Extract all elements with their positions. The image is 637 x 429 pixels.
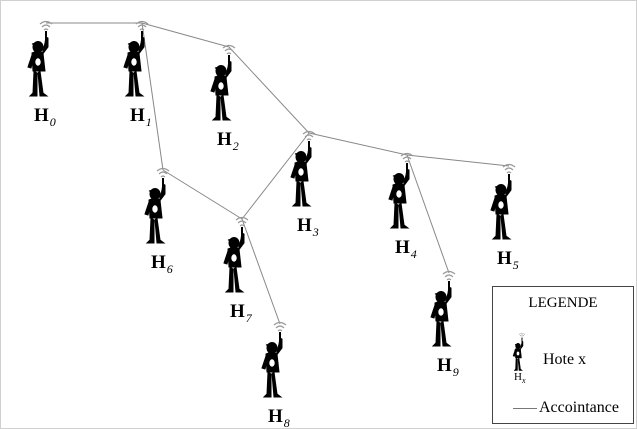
edge-H3-H4: [308, 132, 408, 156]
host-label: H9: [419, 355, 479, 379]
edge-H4-H5: [406, 154, 510, 167]
legend-host-letter: H: [514, 371, 522, 383]
host-label-letter: H: [230, 301, 245, 322]
host-label-letter: H: [130, 105, 145, 126]
host-H6: H6: [133, 164, 193, 276]
legend-host-symbol: Hx: [514, 371, 526, 385]
host-H9: H9: [419, 267, 479, 379]
host-person-icon: [144, 167, 170, 244]
host-H2: H2: [199, 41, 259, 153]
host-H7: H7: [212, 213, 272, 325]
host-label: H8: [250, 406, 310, 428]
host-label: H6: [133, 252, 193, 276]
host-label: H5: [479, 248, 539, 272]
legend-host-person-icon: [507, 331, 537, 381]
host-H1: H1: [112, 17, 172, 129]
host-H4: H4: [377, 149, 437, 261]
host-H5: H5: [479, 160, 539, 272]
host-label-letter: H: [268, 406, 283, 427]
host-label-index: 2: [232, 139, 239, 153]
edge-H7-H8: [241, 218, 281, 325]
legend-host-label: Hote x: [543, 351, 587, 368]
host-person-icon: [223, 216, 249, 293]
host-person-icon: [512, 332, 526, 371]
edge-H1-H6: [141, 22, 164, 171]
host-H0: H0: [16, 17, 76, 129]
host-person-icon: [261, 321, 287, 398]
host-label-letter: H: [297, 215, 312, 236]
legend-host-index: x: [521, 376, 526, 385]
host-label-letter: H: [151, 252, 166, 273]
host-H8: H8: [250, 318, 310, 428]
host-label-index: 6: [166, 262, 173, 276]
host-label-index: 3: [312, 225, 319, 239]
host-person-icon: [123, 20, 149, 97]
edge-H1-H2: [141, 22, 230, 48]
legend-box: LEGENDE Hx Hote x Accointance: [492, 286, 634, 424]
host-label: H4: [377, 237, 437, 261]
host-label-index: 8: [283, 416, 290, 429]
edge-H4-H9: [406, 154, 450, 274]
host-person-icon: [430, 270, 456, 347]
legend-edge-label: Accointance: [539, 399, 619, 416]
host-person-icon: [388, 152, 414, 229]
host-label: H1: [112, 105, 172, 129]
host-label-index: 1: [145, 115, 152, 129]
host-label-index: 4: [410, 247, 417, 261]
host-label-letter: H: [395, 237, 410, 258]
host-label-index: 9: [452, 365, 459, 379]
host-H3: H3: [279, 127, 339, 239]
legend-edge-line: [513, 408, 537, 409]
host-person-icon: [210, 44, 236, 121]
host-label: H0: [16, 105, 76, 129]
edge-H3-H7: [241, 132, 310, 220]
edge-H2-H3: [228, 46, 310, 134]
host-label-index: 7: [245, 311, 252, 325]
host-label-letter: H: [437, 355, 452, 376]
host-label-letter: H: [217, 129, 232, 150]
host-label-letter: H: [497, 248, 512, 269]
host-label-index: 0: [49, 115, 56, 129]
host-label-letter: H: [34, 105, 49, 126]
host-person-icon: [290, 130, 316, 207]
host-label: H7: [212, 301, 272, 325]
host-person-icon: [27, 20, 53, 97]
host-label-index: 5: [512, 258, 519, 272]
legend-title: LEGENDE: [528, 295, 598, 311]
host-person-icon: [490, 163, 516, 240]
host-label: H2: [199, 129, 259, 153]
host-label: H3: [279, 215, 339, 239]
edge-H6-H7: [162, 169, 243, 220]
